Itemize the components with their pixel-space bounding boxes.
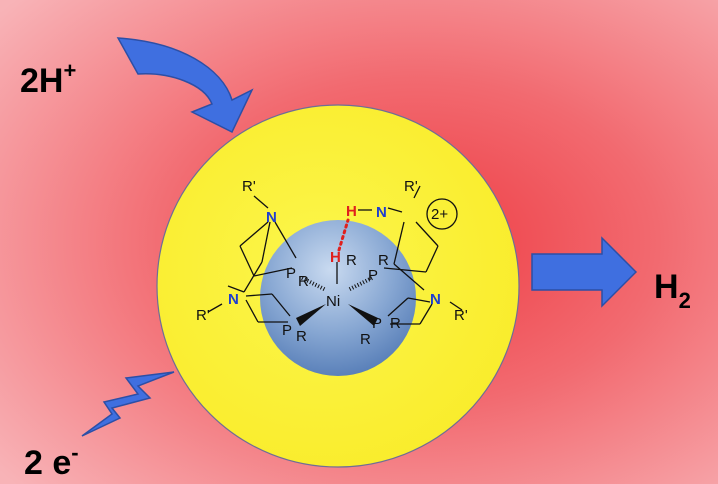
metal-center-label: Ni [326, 293, 340, 310]
svg-text:R': R' [454, 307, 468, 324]
svg-text:N: N [430, 291, 441, 308]
svg-text:R: R [346, 252, 357, 269]
svg-text:P: P [282, 322, 292, 339]
svg-text:H: H [346, 203, 357, 220]
svg-text:R': R' [404, 178, 418, 195]
svg-text:P: P [286, 265, 296, 282]
svg-text:H: H [330, 249, 341, 266]
svg-text:R: R [296, 328, 307, 345]
charge-badge [426, 198, 458, 230]
charge-label: 2+ [431, 206, 448, 223]
svg-text:R': R' [196, 307, 210, 324]
svg-text:N: N [228, 291, 239, 308]
product-label: H2 [654, 268, 691, 313]
svg-text:R: R [378, 252, 389, 269]
nickel-complex-structure: R' N P R P R N R' Ni H H N R' R R P P R … [196, 178, 468, 348]
svg-text:R': R' [242, 178, 256, 195]
proton-input-arrow [116, 37, 254, 134]
svg-text:R: R [360, 331, 371, 348]
svg-text:P: P [368, 267, 378, 284]
svg-text:N: N [266, 209, 277, 226]
electrons-label: 2 e- [24, 440, 79, 482]
h2-output-arrow [531, 236, 638, 308]
lightning-bolt-icon [81, 371, 175, 437]
svg-text:N: N [376, 204, 387, 221]
inner-coordination-sphere [260, 220, 416, 376]
protons-label: 2H+ [20, 58, 76, 100]
svg-text:P: P [372, 315, 382, 332]
svg-text:R: R [390, 315, 401, 332]
svg-text:R: R [298, 273, 309, 290]
